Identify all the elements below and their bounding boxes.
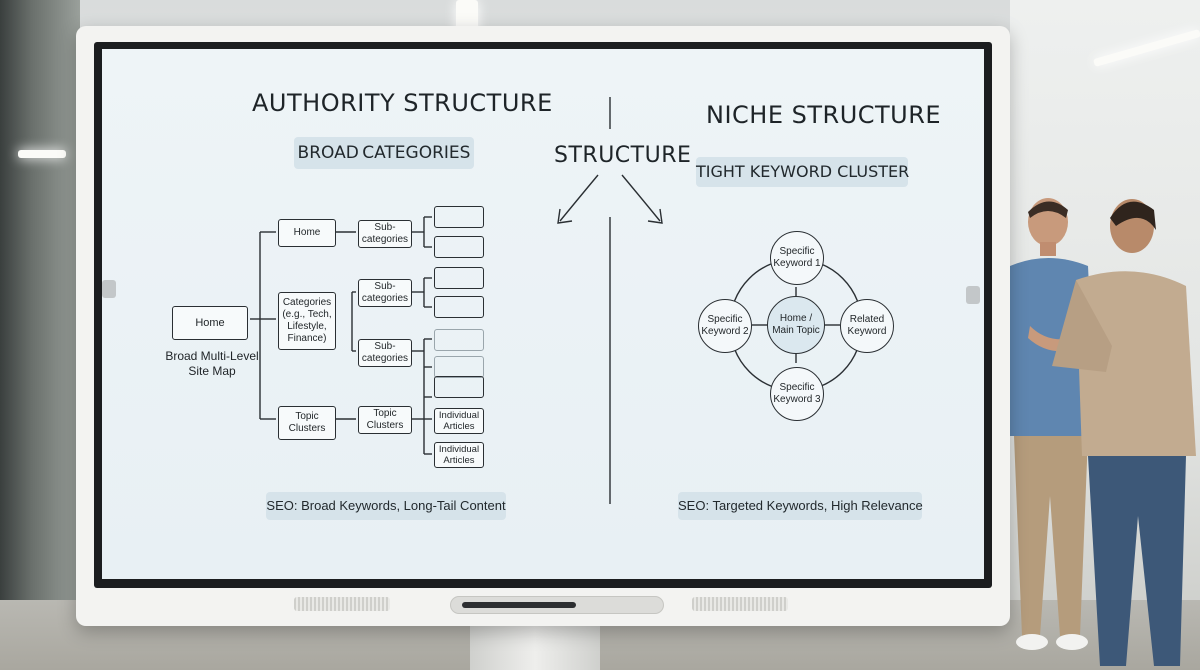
office-wall-left bbox=[0, 0, 80, 670]
leaf-box bbox=[434, 376, 484, 398]
leaf-box bbox=[434, 206, 484, 228]
monitor-stand-pole bbox=[470, 626, 600, 670]
authority-seo-label: SEO: Broad Keywords, Long-Tail Content bbox=[266, 492, 506, 520]
niche-node-bottom: Specific Keyword 3 bbox=[770, 367, 824, 421]
chevron-right-icon[interactable] bbox=[102, 280, 116, 298]
branch-categories-box: Categories (e.g., Tech, Lifestyle, Finan… bbox=[278, 292, 336, 350]
leaf-box bbox=[434, 296, 484, 318]
root-home-box: Home bbox=[172, 306, 248, 340]
site-map-caption: Broad Multi-Level Site Map bbox=[165, 349, 259, 378]
topic-clusters-box: Topic Clusters bbox=[358, 406, 412, 434]
branch-topic-clusters-box: Topic Clusters bbox=[278, 406, 336, 440]
display-screen: AUTHORITY STRUCTURE BROAD CATEGORIES Hom… bbox=[102, 49, 984, 579]
pen-icon[interactable] bbox=[462, 602, 576, 608]
niche-subtitle: TIGHT KEYWORD CLUSTER bbox=[696, 157, 909, 187]
individual-articles-box-1: Individual Articles bbox=[434, 408, 484, 434]
leaf-box bbox=[434, 236, 484, 258]
chevron-left-icon[interactable] bbox=[966, 286, 980, 304]
leaf-box bbox=[434, 267, 484, 289]
authority-title: AUTHORITY STRUCTURE bbox=[252, 89, 553, 117]
niche-node-top: Specific Keyword 1 bbox=[770, 231, 824, 285]
person-right bbox=[1046, 196, 1200, 670]
niche-center-node: Home / Main Topic bbox=[767, 296, 825, 354]
niche-title: NICHE STRUCTURE bbox=[706, 101, 942, 129]
authority-subtitle: BROAD CATEGORIES bbox=[294, 137, 474, 169]
speaker-grille-left bbox=[294, 597, 390, 611]
display-bezel: AUTHORITY STRUCTURE BROAD CATEGORIES Hom… bbox=[94, 42, 992, 588]
interactive-display: AUTHORITY STRUCTURE BROAD CATEGORIES Hom… bbox=[76, 26, 1010, 626]
ceiling-light bbox=[18, 150, 66, 158]
niche-node-right: Related Keyword bbox=[840, 299, 894, 353]
leaf-box bbox=[434, 356, 484, 378]
individual-articles-box-2: Individual Articles bbox=[434, 442, 484, 468]
structure-label: STRUCTURE bbox=[554, 143, 692, 168]
subcategories-box-3: Sub- categories bbox=[358, 339, 412, 367]
branch-home-box: Home bbox=[278, 219, 336, 247]
subcategories-box-2: Sub- categories bbox=[358, 279, 412, 307]
niche-node-left: Specific Keyword 2 bbox=[698, 299, 752, 353]
niche-seo-label: SEO: Targeted Keywords, High Relevance bbox=[678, 492, 923, 520]
leaf-box bbox=[434, 329, 484, 351]
speaker-grille-right bbox=[692, 597, 788, 611]
subcategories-box-1: Sub- categories bbox=[358, 220, 412, 248]
